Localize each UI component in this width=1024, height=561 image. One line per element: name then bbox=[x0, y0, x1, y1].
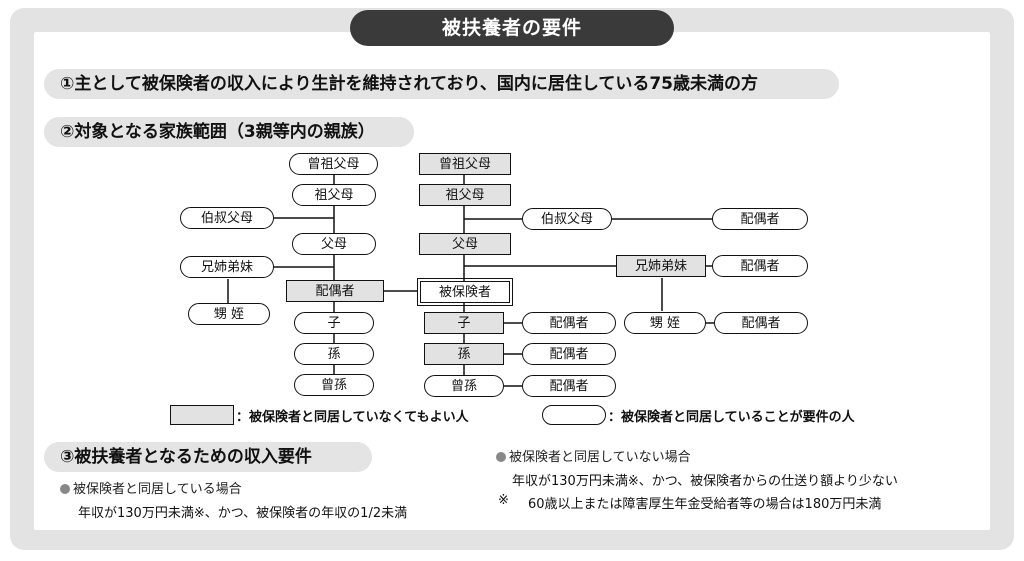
not-living-heading: 被保険者と同居していない場合 bbox=[496, 446, 691, 465]
left-great-grandchild: 曾孫 bbox=[294, 374, 374, 396]
insured-person: 被保険者 bbox=[417, 278, 513, 306]
child-spouse: 配偶者 bbox=[522, 312, 616, 334]
living-together-text: 年収が130万円未満※、かつ、被保険者の年収の1/2未満 bbox=[78, 506, 408, 521]
left-grandparents: 祖父母 bbox=[292, 184, 376, 206]
legend-round-swatch bbox=[542, 405, 606, 425]
note-text: 60歳以上または障害厚生年金受給者等の場合は180万円未満 bbox=[528, 497, 882, 512]
legend-square-label: ：被保険者と同居していなくてもよい人 bbox=[236, 410, 469, 425]
legend-square-swatch bbox=[170, 405, 234, 425]
section-3-bar: ③被扶養者となるための収入要件 bbox=[44, 442, 372, 472]
not-living-text: 年収が130万円未満※、かつ、被保険者からの仕送り額より少ない bbox=[512, 474, 898, 489]
right-nephew-niece-spouse: 配偶者 bbox=[714, 312, 808, 334]
section-1-bar: ①主として被保険者の収入により生計を維持されており、国内に居住している75歳未満… bbox=[44, 69, 839, 99]
left-great-grandparents: 曾祖父母 bbox=[289, 153, 378, 175]
left-uncle-aunt: 伯叔父母 bbox=[180, 207, 274, 229]
right-siblings-spouse: 配偶者 bbox=[712, 255, 808, 277]
section-3-text: ③被扶養者となるための収入要件 bbox=[60, 447, 312, 467]
left-child: 子 bbox=[294, 312, 374, 334]
left-nephew-niece: 甥 姪 bbox=[188, 303, 270, 325]
grandchild-spouse: 配偶者 bbox=[522, 343, 616, 365]
bullet-icon bbox=[496, 452, 506, 462]
legend-round-label: ：被保険者と同居していることが要件の人 bbox=[608, 410, 855, 425]
right-siblings: 兄姉弟妹 bbox=[616, 255, 706, 277]
right-uncle-aunt-spouse: 配偶者 bbox=[712, 208, 808, 230]
right-parents: 父母 bbox=[419, 233, 511, 255]
right-uncle-aunt: 伯叔父母 bbox=[522, 208, 612, 230]
note-mark: ※ bbox=[498, 493, 509, 508]
left-parents: 父母 bbox=[292, 233, 376, 255]
bullet-icon bbox=[60, 484, 70, 494]
section-2-text: ②対象となる家族範囲（3親等内の親族） bbox=[60, 122, 375, 142]
left-spouse: 配偶者 bbox=[286, 280, 384, 302]
great-grandchild: 曾孫 bbox=[424, 375, 504, 397]
living-together-heading: 被保険者と同居している場合 bbox=[60, 478, 242, 497]
left-siblings: 兄姉弟妹 bbox=[180, 256, 274, 278]
left-grandchild: 孫 bbox=[294, 343, 374, 365]
right-nephew-niece: 甥 姪 bbox=[624, 312, 706, 334]
grandchild: 孫 bbox=[424, 343, 504, 365]
section-1-text: ①主として被保険者の収入により生計を維持されており、国内に居住している75歳未満… bbox=[60, 74, 758, 94]
not-living-heading-text: 被保険者と同居していない場合 bbox=[509, 450, 691, 465]
child: 子 bbox=[424, 312, 504, 334]
right-great-grandparents: 曾祖父母 bbox=[419, 153, 511, 175]
right-grandparents: 祖父母 bbox=[419, 184, 511, 206]
section-2-bar: ②対象となる家族範囲（3親等内の親族） bbox=[44, 117, 414, 147]
great-grandchild-spouse: 配偶者 bbox=[522, 375, 616, 397]
page-title: 被扶養者の要件 bbox=[350, 10, 674, 46]
living-together-heading-text: 被保険者と同居している場合 bbox=[73, 482, 242, 497]
